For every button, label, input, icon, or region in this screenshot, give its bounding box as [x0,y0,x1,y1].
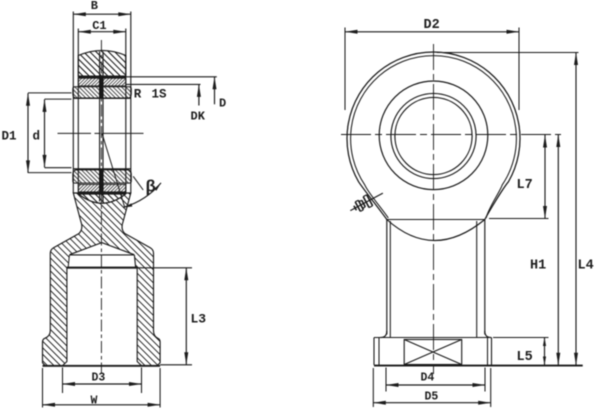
svg-text:L5: L5 [517,350,533,365]
svg-text:D4: D4 [421,372,435,385]
svg-text:D1: D1 [2,130,17,144]
svg-text:D5: D5 [425,391,439,404]
svg-text:L4: L4 [578,259,594,274]
svg-text:β: β [146,179,156,198]
svg-text:D3: D3 [92,372,106,385]
svg-text:D2: D2 [424,18,440,33]
svg-text:d: d [33,130,41,144]
svg-text:L3: L3 [191,312,207,327]
svg-text:L7: L7 [517,178,533,193]
svg-text:1S: 1S [152,88,168,102]
svg-text:R: R [134,88,142,102]
svg-text:H1: H1 [530,259,546,274]
svg-text:B: B [91,0,98,13]
svg-text:D: D [219,97,226,111]
svg-text:W: W [91,395,98,408]
svg-text:C1: C1 [92,19,106,33]
svg-text:DK: DK [191,110,206,124]
